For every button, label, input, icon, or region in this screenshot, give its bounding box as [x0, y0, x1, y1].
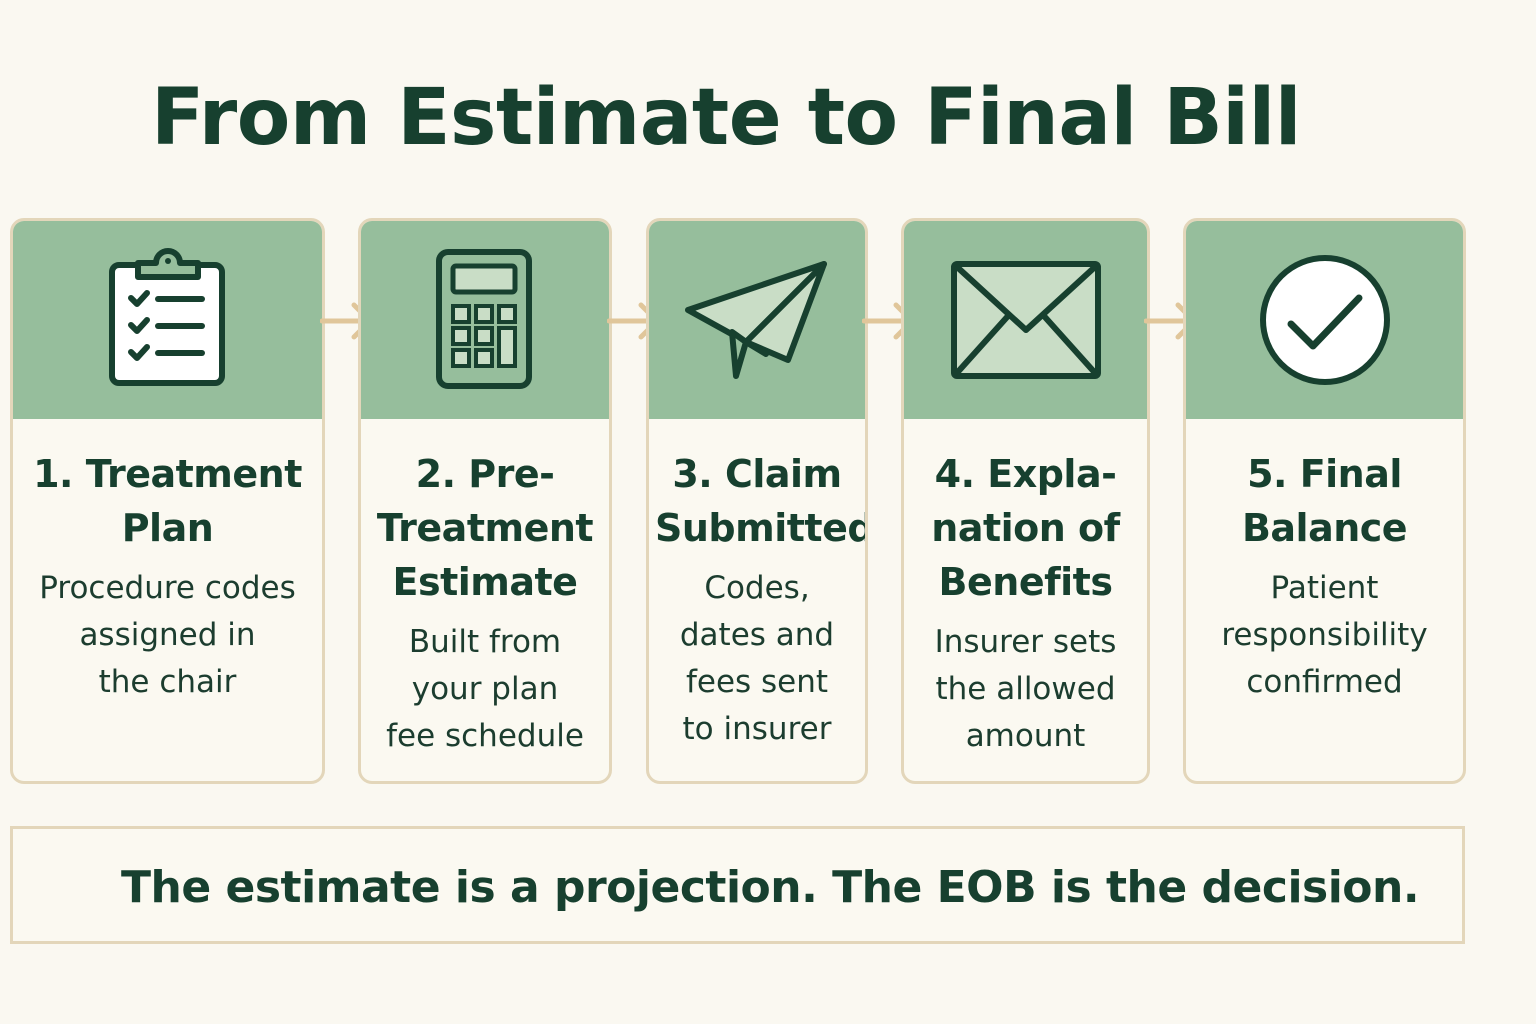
- step-card-explanation-of-benefits: 4. Expla- nation of Benefits Insurer set…: [901, 218, 1150, 784]
- step-desc-line: assigned in: [79, 617, 256, 653]
- step-desc-line: responsibility: [1221, 617, 1428, 653]
- step-title: 1. Treatment Plan: [19, 447, 316, 555]
- check-circle-icon: [1257, 252, 1393, 388]
- clipboard-checklist-icon: [108, 245, 228, 395]
- step-description: Procedure codes assigned in the chair: [19, 565, 316, 706]
- step-title-line: Treatment: [376, 506, 594, 550]
- step-card-pre-treatment-estimate: 2. Pre- Treatment Estimate Built from yo…: [358, 218, 612, 784]
- step-desc-line: fees sent: [685, 664, 829, 700]
- step-title-line: nation of: [931, 506, 1120, 550]
- step-description: Insurer sets the allowed amount: [910, 619, 1141, 760]
- step-desc-line: dates and: [679, 617, 835, 653]
- step-title-line: Plan: [121, 506, 214, 550]
- step-title-line: 2. Pre-: [415, 452, 555, 496]
- step-card-header: [1186, 221, 1463, 419]
- step-title-line: 1. Treatment: [33, 452, 302, 496]
- step-title-line: Balance: [1241, 506, 1408, 550]
- step-card-final-balance: 5. Final Balance Patient responsibility …: [1183, 218, 1466, 784]
- step-title: 5. Final Balance: [1192, 447, 1457, 555]
- step-desc-line: Patient: [1270, 570, 1379, 606]
- step-title-line: Benefits: [938, 560, 1113, 604]
- step-description: Built from your plan fee schedule: [367, 619, 603, 760]
- step-desc-line: Insurer sets: [934, 624, 1117, 660]
- step-card-header: [13, 221, 322, 419]
- step-desc-line: Procedure codes: [39, 570, 296, 606]
- step-title: 2. Pre- Treatment Estimate: [367, 447, 603, 609]
- step-card-header: [904, 221, 1147, 419]
- step-desc-line: confirmed: [1246, 664, 1403, 700]
- step-title-line: 4. Expla-: [934, 452, 1117, 496]
- step-title-line: 3. Claim: [672, 452, 842, 496]
- step-title: 4. Expla- nation of Benefits: [910, 447, 1141, 609]
- step-title-line: Estimate: [392, 560, 578, 604]
- step-description: Codes, dates and fees sent to insurer: [655, 565, 859, 753]
- step-desc-line: amount: [965, 718, 1086, 754]
- step-desc-line: fee schedule: [386, 718, 584, 754]
- step-card-header: [649, 221, 865, 419]
- footer-note-box: The estimate is a projection. The EOB is…: [10, 826, 1465, 944]
- step-desc-line: the allowed: [935, 671, 1116, 707]
- step-desc-line: the chair: [98, 664, 237, 700]
- step-card-header: [361, 221, 609, 419]
- envelope-icon: [950, 260, 1102, 380]
- step-description: Patient responsibility confirmed: [1192, 565, 1457, 706]
- step-card-treatment-plan: 1. Treatment Plan Procedure codes assign…: [10, 218, 325, 784]
- step-desc-line: your plan: [411, 671, 559, 707]
- step-title: 3. Claim Submitted: [655, 447, 868, 555]
- paper-plane-icon: [684, 258, 830, 382]
- step-desc-line: Built from: [408, 624, 562, 660]
- step-desc-line: to insurer: [682, 711, 832, 747]
- footer-note: The estimate is a projection. The EOB is…: [121, 862, 1420, 913]
- step-card-claim-submitted: 3. Claim Submitted Codes, dates and fees…: [646, 218, 868, 784]
- step-title-line: 5. Final: [1247, 452, 1402, 496]
- calculator-icon: [435, 248, 535, 392]
- step-desc-line: Codes,: [704, 570, 810, 606]
- step-title-line: Submitted: [655, 506, 868, 550]
- page-title: From Estimate to Final Bill: [150, 73, 1302, 163]
